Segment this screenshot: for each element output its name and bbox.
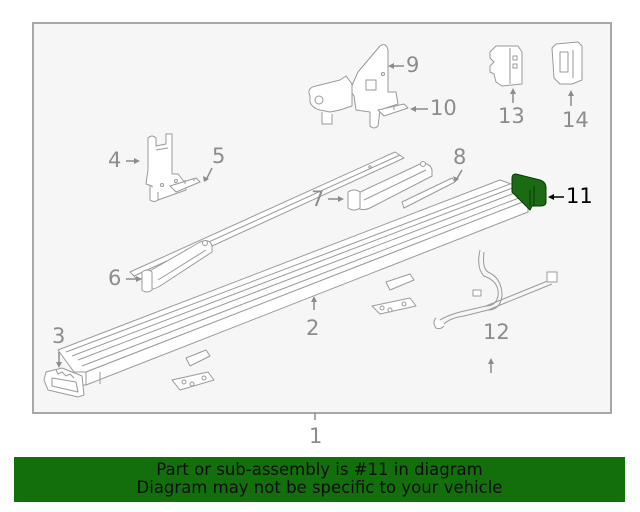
callout-11[interactable]: 11	[566, 184, 593, 208]
callout-2[interactable]: 2	[306, 316, 320, 340]
callout-10[interactable]: 10	[430, 96, 457, 120]
part-13-module[interactable]	[489, 45, 523, 87]
callout-12[interactable]: 12	[483, 320, 510, 344]
callout-1[interactable]: 1	[309, 424, 323, 448]
callout-13[interactable]: 13	[498, 104, 525, 128]
footer-part-note: Part or sub-assembly is #11 in diagram	[156, 460, 483, 479]
footer-disclaimer: Diagram may not be specific to your vehi…	[136, 478, 503, 497]
part-3-end-cap[interactable]	[43, 367, 85, 398]
callout-9[interactable]: 9	[406, 53, 420, 77]
callout-3[interactable]: 3	[52, 324, 66, 348]
callout-8[interactable]: 8	[453, 145, 467, 169]
callout-14[interactable]: 14	[562, 108, 589, 132]
callout-5[interactable]: 5	[212, 144, 226, 168]
callout-4[interactable]: 4	[108, 148, 122, 172]
footer-banner: Part or sub-assembly is #11 in diagram D…	[14, 457, 625, 502]
part-11-highlighted[interactable]	[511, 173, 547, 211]
callout-7[interactable]: 7	[311, 187, 325, 211]
part-9-motor-bracket[interactable]	[308, 44, 399, 129]
part-2-running-board[interactable]	[57, 179, 529, 386]
part-10-clip[interactable]	[377, 103, 409, 117]
mounting-pads	[171, 273, 417, 391]
leader-arrows	[56, 63, 574, 420]
part-4-bracket[interactable]	[145, 133, 187, 202]
part-5-clip[interactable]	[169, 177, 201, 193]
part-6-arm[interactable]	[141, 240, 213, 293]
callout-6[interactable]: 6	[108, 266, 122, 290]
leader-arrow-11	[548, 194, 564, 200]
part-14-cover[interactable]	[551, 41, 583, 85]
part-12-harness[interactable]	[433, 249, 558, 330]
part-7-arm[interactable]	[347, 161, 433, 211]
